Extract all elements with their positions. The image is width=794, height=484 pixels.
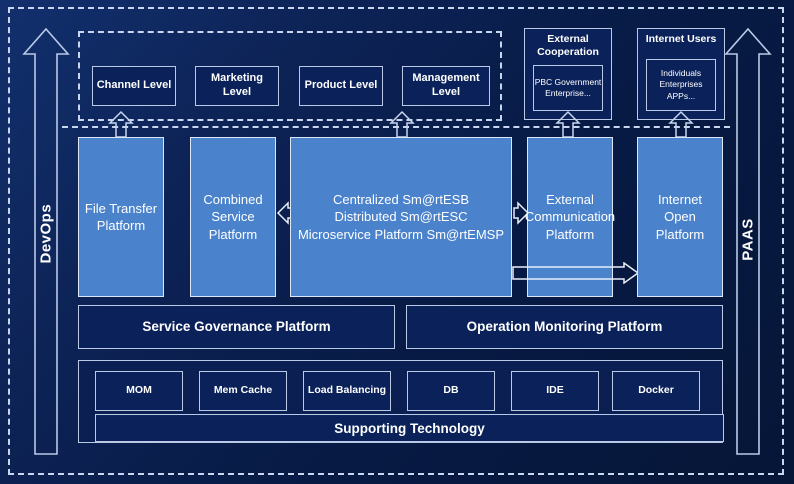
- supporting-item-ide-label: IDE: [546, 384, 564, 397]
- supporting-item-docker-label: Docker: [638, 384, 674, 397]
- internet-users-detail: Individuals Enterprises APPs...: [659, 67, 703, 101]
- devops-arrow-shape: [22, 27, 70, 455]
- supporting-item-docker[interactable]: Docker: [612, 371, 700, 411]
- business-levels-container: [78, 31, 502, 121]
- platform-combined-service-label: Combined Service Platform: [203, 192, 263, 242]
- layer-separator-dashed-line: [62, 126, 730, 128]
- supporting-item-load-balancing[interactable]: Load Balancing: [303, 371, 391, 411]
- arrow-core-to-external-comm: [512, 200, 530, 226]
- platform-internet-open-label: Internet Open Platform: [655, 192, 705, 242]
- arrow-core-to-external-comm-shape: [513, 201, 530, 225]
- uparrow-channel: [108, 110, 134, 138]
- external-cooperation-detail: PBC Government Enterprise...: [534, 76, 602, 98]
- devops-arrow: DevOps: [22, 26, 70, 456]
- paas-arrow-shape: [724, 27, 772, 455]
- supporting-item-load-balancing-label: Load Balancing: [307, 384, 387, 397]
- internet-users-detail-box: Individuals Enterprises APPs...: [646, 59, 716, 111]
- outer-dashed-frame: [8, 7, 784, 475]
- platform-core-esb-line-3: Microservice Platform Sm@rtEMSP: [297, 226, 505, 242]
- supporting-item-mom-label: MOM: [126, 384, 152, 397]
- arrow-core-to-internet-open-shape: [512, 261, 640, 285]
- platform-file-transfer[interactable]: File Transfer Platform: [78, 137, 164, 297]
- operation-monitoring-platform-label: Operation Monitoring Platform: [466, 318, 663, 334]
- platform-core-esb-line-2: Distributed Sm@rtESC: [334, 209, 468, 225]
- platform-core-esb[interactable]: Centralized Sm@rtESB Distributed Sm@rtES…: [290, 137, 512, 297]
- external-cooperation-group[interactable]: External Cooperation PBC Government Ente…: [524, 28, 612, 120]
- business-level-channel-label: Channel Level: [96, 79, 172, 92]
- supporting-item-mem-cache[interactable]: Mem Cache: [199, 371, 287, 411]
- external-cooperation-title: External Cooperation: [537, 33, 599, 59]
- supporting-item-db[interactable]: DB: [407, 371, 495, 411]
- uparrow-internet-users: [668, 110, 694, 138]
- business-level-channel[interactable]: Channel Level: [92, 66, 176, 106]
- platform-file-transfer-label: File Transfer Platform: [84, 200, 158, 233]
- uparrow-external-cooperation: [555, 110, 581, 138]
- paas-arrow: PAAS: [724, 26, 772, 456]
- uparrow-core: [389, 110, 415, 138]
- platform-external-communication[interactable]: External Communication Platform: [524, 137, 616, 297]
- service-governance-platform[interactable]: Service Governance Platform: [78, 305, 395, 349]
- supporting-item-db-label: DB: [443, 384, 459, 397]
- internet-users-group[interactable]: Internet Users Individuals Enterprises A…: [637, 28, 725, 120]
- uparrow-external-cooperation-shape: [555, 110, 581, 138]
- supporting-technology-bar[interactable]: Supporting Technology: [95, 414, 724, 442]
- paas-arrow-label: PAAS: [739, 218, 757, 261]
- supporting-item-mem-cache-label: Mem Cache: [213, 384, 273, 397]
- uparrow-channel-shape: [108, 110, 134, 138]
- devops-arrow-label: DevOps: [37, 203, 55, 264]
- internet-users-title: Internet Users: [645, 33, 717, 45]
- business-level-product[interactable]: Product Level: [299, 66, 383, 106]
- external-cooperation-detail-box: PBC Government Enterprise...: [533, 65, 603, 111]
- business-level-management[interactable]: Management Level: [402, 66, 490, 106]
- platform-external-communication-label: External Communication Platform: [524, 192, 616, 242]
- supporting-technology-label: Supporting Technology: [334, 420, 485, 436]
- supporting-item-ide[interactable]: IDE: [511, 371, 599, 411]
- business-level-marketing[interactable]: Marketing Level: [195, 66, 279, 106]
- platform-core-esb-line-1: Centralized Sm@rtESB: [332, 192, 470, 208]
- operation-monitoring-platform[interactable]: Operation Monitoring Platform: [406, 305, 723, 349]
- business-level-marketing-label: Marketing Level: [211, 72, 263, 98]
- supporting-item-mom[interactable]: MOM: [95, 371, 183, 411]
- uparrow-internet-users-shape: [668, 110, 694, 138]
- platform-combined-service[interactable]: Combined Service Platform: [190, 137, 276, 297]
- business-level-product-label: Product Level: [304, 79, 378, 92]
- platform-internet-open[interactable]: Internet Open Platform: [637, 137, 723, 297]
- uparrow-core-shape: [389, 110, 415, 138]
- business-level-management-label: Management Level: [412, 72, 480, 98]
- service-governance-platform-label: Service Governance Platform: [142, 318, 331, 334]
- arrow-core-to-internet-open: [512, 261, 640, 285]
